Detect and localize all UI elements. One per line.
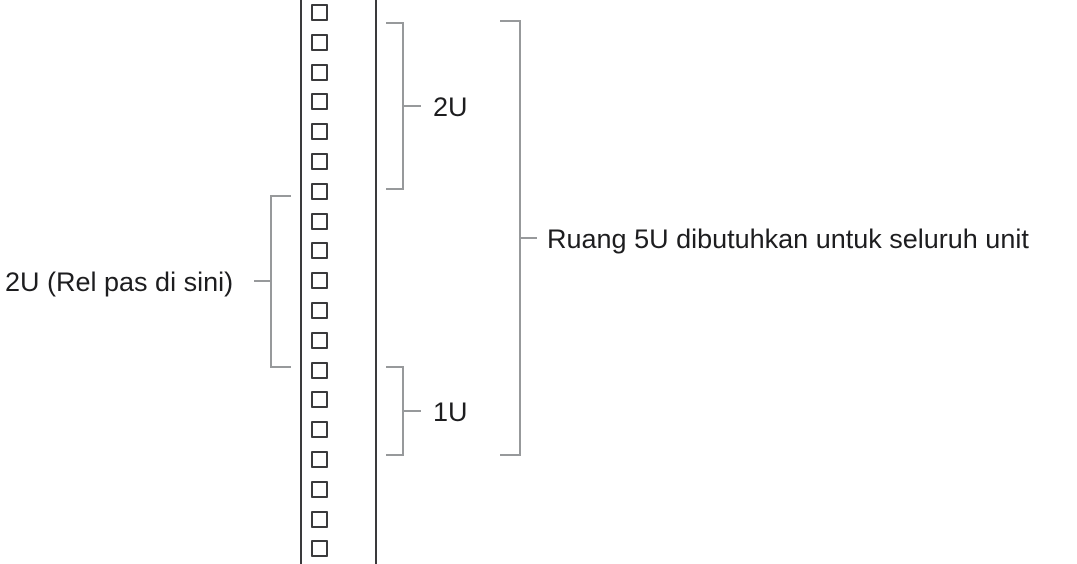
rack-rail-right-edge	[375, 0, 377, 564]
rack-hole	[311, 63, 328, 81]
rack-hole	[311, 33, 328, 51]
rack-hole	[311, 272, 328, 290]
rack-hole	[311, 152, 328, 170]
rack-hole	[311, 93, 328, 111]
bracket-2u	[386, 22, 404, 190]
label-1u: 1U	[433, 396, 468, 427]
callout-line-rail-2u	[254, 280, 270, 282]
rack-hole	[311, 331, 328, 349]
bracket-1u	[386, 366, 404, 456]
rack-hole	[311, 242, 328, 260]
bracket-5u	[500, 20, 521, 456]
rack-hole	[311, 301, 328, 319]
rack-hole	[311, 480, 328, 498]
rack-hole	[311, 4, 328, 21]
rack-hole	[311, 421, 328, 439]
rack-hole	[311, 540, 328, 558]
label-2u: 2U	[433, 91, 468, 122]
rack-hole	[311, 510, 328, 528]
callout-line-5u	[520, 237, 537, 239]
rack-hole	[311, 123, 328, 141]
label-rail-2u: 2U (Rel pas di sini)	[5, 266, 234, 297]
rack-hole	[311, 361, 328, 379]
callout-line-2u	[403, 105, 421, 107]
label-5u: Ruang 5U dibutuhkan untuk seluruh unit	[547, 223, 1029, 254]
rack-hole	[311, 450, 328, 468]
rack-hole	[311, 212, 328, 230]
rack-hole	[311, 182, 328, 200]
callout-line-1u	[403, 410, 421, 412]
rack-rail-left-edge	[300, 0, 302, 564]
rack-rail-holes	[311, 4, 328, 558]
bracket-rail-2u	[270, 195, 291, 368]
rack-hole	[311, 391, 328, 409]
